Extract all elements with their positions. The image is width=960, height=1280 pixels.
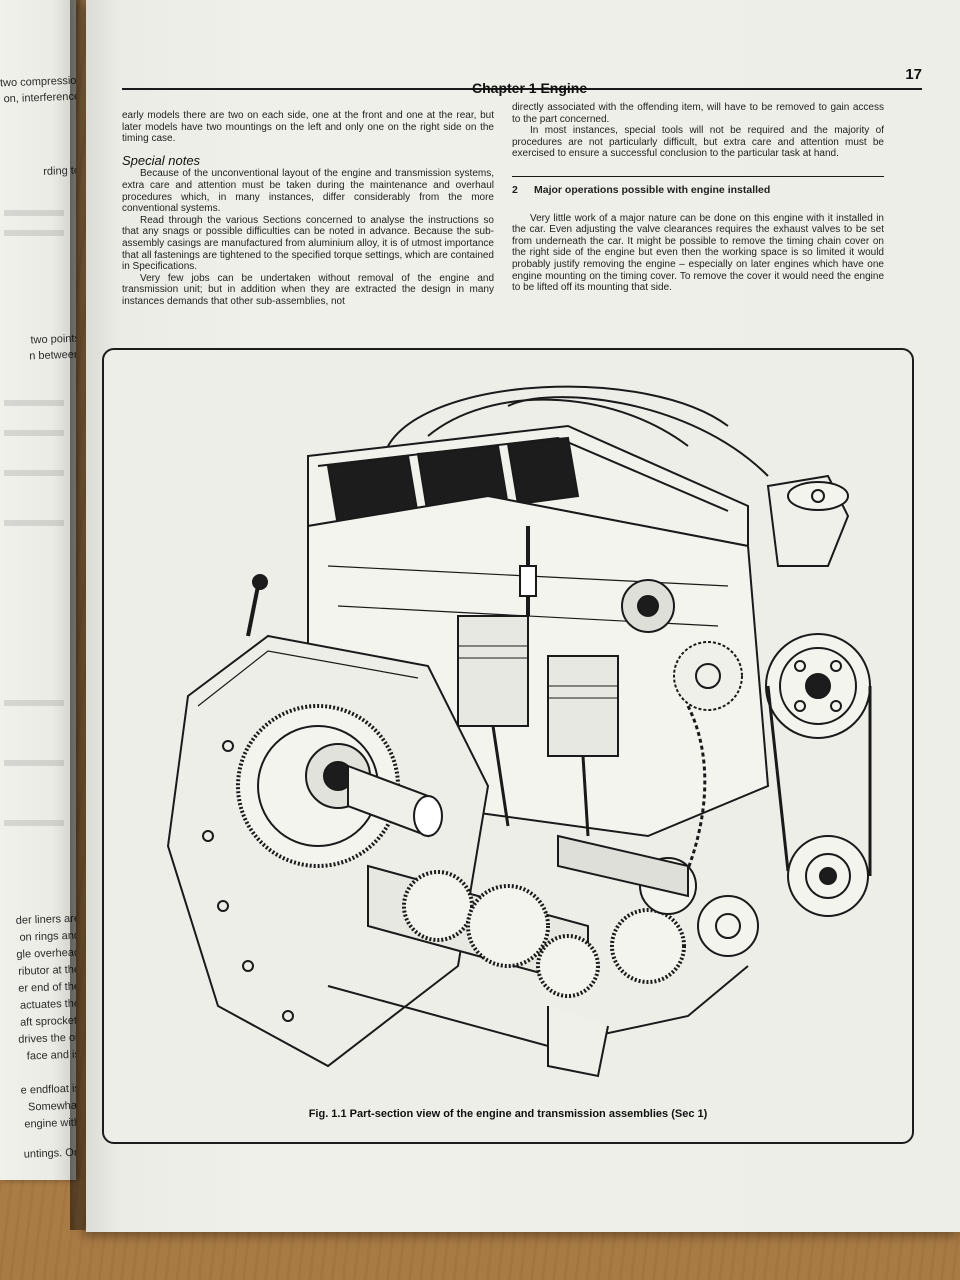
left-column: early models there are two on each side,… — [122, 110, 494, 308]
paragraph: In most instances, special tools will no… — [512, 125, 884, 160]
faint-bleed-text — [4, 210, 64, 216]
paragraph: directly associated with the offending i… — [512, 102, 884, 125]
left-fragment: on rings and — [19, 929, 76, 944]
left-fragment: aft sprocket. — [19, 1014, 76, 1029]
paragraph: Very few jobs can be undertaken without … — [122, 272, 494, 307]
faint-bleed-text — [4, 760, 64, 766]
left-fragment: two points — [30, 332, 76, 347]
faint-bleed-text — [4, 470, 64, 476]
chapter-title: Chapter 1 Engine — [472, 80, 588, 96]
paragraph: early models there are two on each side,… — [122, 110, 494, 145]
left-fragment: ributor at the — [18, 963, 76, 978]
faint-bleed-text — [4, 520, 64, 526]
left-fragment: e endfloat is — [20, 1082, 76, 1097]
left-fragment: engine with — [24, 1116, 76, 1131]
faint-bleed-text — [4, 230, 64, 236]
faint-bleed-text — [4, 820, 64, 826]
paragraph: Because of the unconventional layout of … — [122, 168, 494, 215]
left-fragment: gle overhead — [16, 946, 76, 961]
left-fragment: two compression — [0, 74, 76, 90]
section-number: 2 — [512, 183, 518, 196]
left-page: two compression on, interference rding t… — [0, 0, 76, 1180]
engine-cutaway-illustration — [166, 385, 872, 1078]
faint-bleed-text — [4, 400, 64, 406]
section-title: Major operations possible with engine in… — [534, 183, 771, 196]
left-fragment: actuates the — [19, 997, 76, 1012]
left-fragment: rding to — [43, 165, 76, 178]
left-fragment: der liners are — [15, 912, 76, 927]
faint-bleed-text — [4, 700, 64, 706]
paragraph: Very little work of a major nature can b… — [512, 212, 884, 294]
left-fragment: drives the oil — [18, 1031, 76, 1046]
left-fragment: untings. On — [23, 1146, 76, 1161]
left-fragment: n between — [29, 348, 76, 363]
page-header: Chapter 1 Engine 17 — [122, 66, 922, 96]
figure-frame: Fig. 1.1 Part-section view of the engine… — [102, 348, 914, 1144]
figure-caption: Fig. 1.1 Part-section view of the engine… — [308, 1108, 708, 1120]
left-fragment: on, interference — [3, 90, 76, 106]
paragraph: Read through the various Sections concer… — [122, 214, 494, 273]
faint-bleed-text — [4, 430, 64, 436]
left-fragment: er end of the — [18, 980, 76, 995]
left-fragment: Somewhat — [27, 1099, 76, 1114]
subheading: Special notes — [122, 152, 201, 168]
manual-page: Chapter 1 Engine 17 early models there a… — [86, 0, 960, 1232]
right-column: directly associated with the offending i… — [512, 102, 884, 294]
page-number: 17 — [905, 66, 922, 83]
section-heading: 2 Major operations possible with engine i… — [512, 175, 884, 197]
left-fragment: face and is — [26, 1048, 76, 1063]
